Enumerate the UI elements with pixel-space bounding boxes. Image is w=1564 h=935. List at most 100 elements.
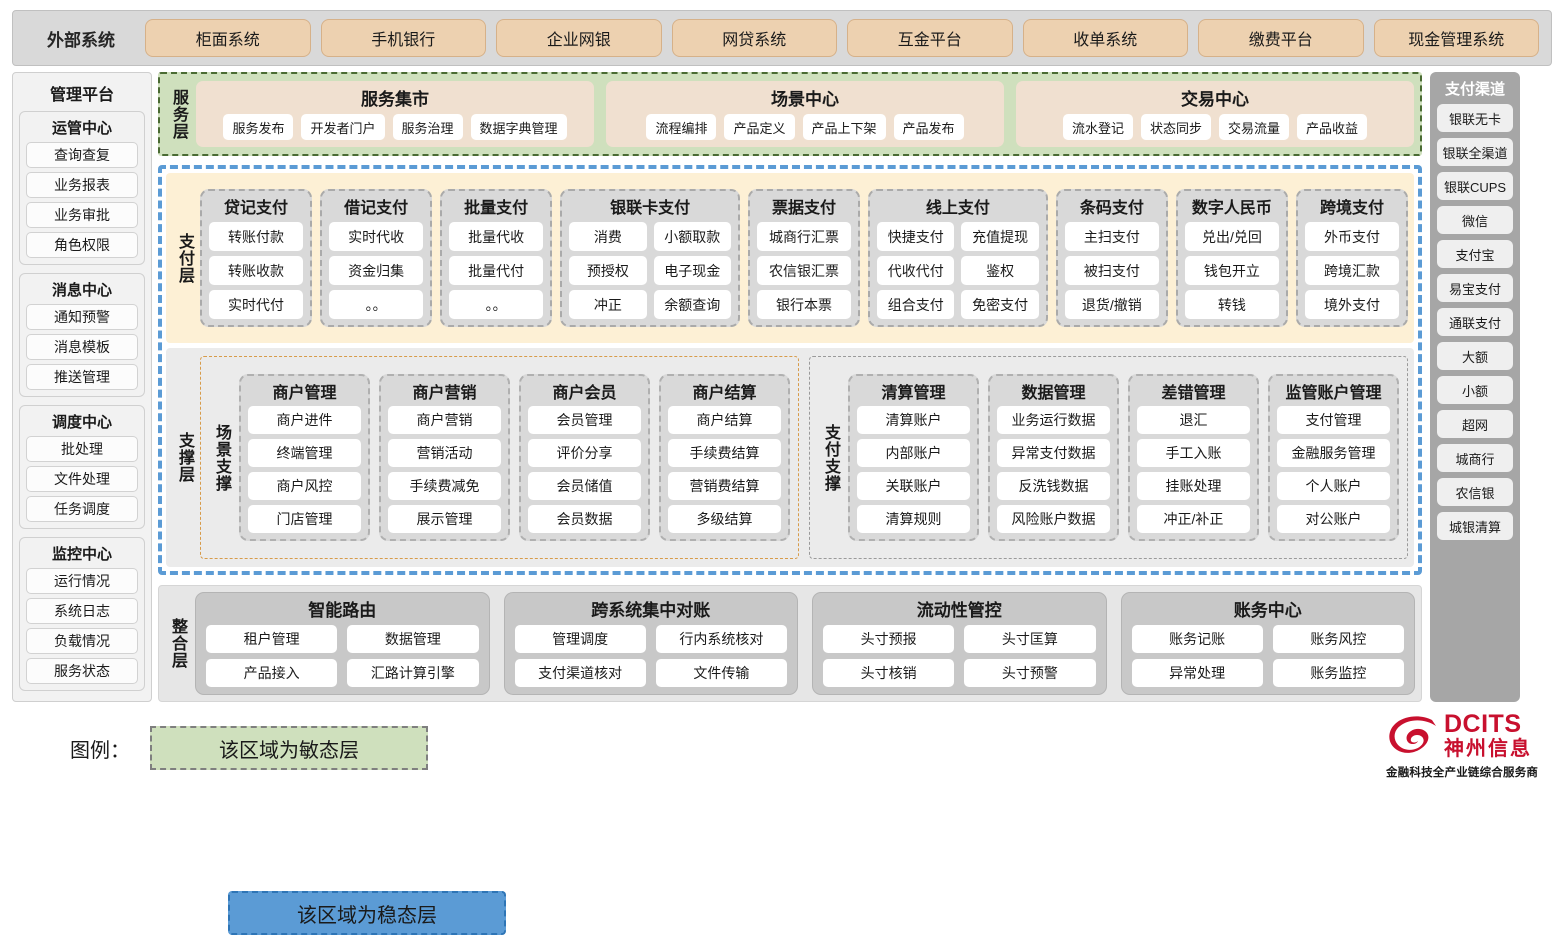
- payment-channel-item[interactable]: 城银清算: [1437, 512, 1513, 540]
- service-chip[interactable]: 产品上下架: [802, 114, 886, 140]
- integration-cell[interactable]: 管理调度: [514, 625, 646, 653]
- payment-cell[interactable]: 兑出/兑回: [1184, 222, 1279, 251]
- payment-cell[interactable]: 余额查询: [653, 290, 731, 319]
- payment-cell[interactable]: 。。: [329, 290, 424, 319]
- support-cell[interactable]: 手工入账: [1137, 439, 1250, 467]
- support-cell[interactable]: 商户结算: [668, 406, 781, 434]
- support-cell[interactable]: 商户进件: [248, 406, 361, 434]
- management-item[interactable]: 系统日志: [26, 598, 138, 624]
- support-cell[interactable]: 会员数据: [528, 505, 641, 533]
- external-system-chip[interactable]: 收单系统: [1022, 19, 1188, 57]
- integration-cell[interactable]: 数据管理: [347, 625, 479, 653]
- payment-channel-item[interactable]: 城商行: [1437, 444, 1513, 472]
- service-chip[interactable]: 产品收益: [1297, 114, 1368, 140]
- external-system-chip[interactable]: 互金平台: [847, 19, 1013, 57]
- integration-cell[interactable]: 支付渠道核对: [514, 659, 646, 687]
- service-chip[interactable]: 数据字典管理: [470, 114, 567, 140]
- support-cell[interactable]: 会员管理: [528, 406, 641, 434]
- payment-channel-item[interactable]: 银联全渠道: [1437, 138, 1513, 166]
- external-system-chip[interactable]: 企业网银: [496, 19, 662, 57]
- integration-cell[interactable]: 汇路计算引擎: [347, 659, 479, 687]
- payment-cell[interactable]: 。。: [449, 290, 544, 319]
- integration-cell[interactable]: 头寸匡算: [964, 625, 1096, 653]
- payment-cell[interactable]: 代收代付: [877, 256, 955, 285]
- payment-cell[interactable]: 预授权: [569, 256, 647, 285]
- payment-cell[interactable]: 实时代付: [209, 290, 304, 319]
- service-chip[interactable]: 状态同步: [1140, 114, 1211, 140]
- payment-cell[interactable]: 批量代收: [449, 222, 544, 251]
- payment-cell[interactable]: 冲正: [569, 290, 647, 319]
- management-item[interactable]: 业务审批: [26, 202, 138, 228]
- support-cell[interactable]: 退汇: [1137, 406, 1250, 434]
- payment-channel-item[interactable]: 银联无卡: [1437, 104, 1513, 132]
- integration-cell[interactable]: 头寸核销: [823, 659, 955, 687]
- support-cell[interactable]: 支付管理: [1277, 406, 1390, 434]
- payment-cell[interactable]: 跨境汇款: [1304, 256, 1399, 285]
- service-chip[interactable]: 流程编排: [646, 114, 717, 140]
- payment-cell[interactable]: 转账收款: [209, 256, 304, 285]
- support-cell[interactable]: 反洗钱数据: [997, 472, 1110, 500]
- support-cell[interactable]: 风险账户数据: [997, 505, 1110, 533]
- payment-channel-item[interactable]: 农信银: [1437, 478, 1513, 506]
- service-chip[interactable]: 开发者门户: [301, 114, 385, 140]
- integration-cell[interactable]: 头寸预警: [964, 659, 1096, 687]
- payment-cell[interactable]: 免密支付: [961, 290, 1039, 319]
- support-cell[interactable]: 金融服务管理: [1277, 439, 1390, 467]
- service-chip[interactable]: 流水登记: [1062, 114, 1133, 140]
- management-item[interactable]: 服务状态: [26, 658, 138, 684]
- support-cell[interactable]: 挂账处理: [1137, 472, 1250, 500]
- payment-cell[interactable]: 城商行汇票: [756, 222, 852, 251]
- integration-cell[interactable]: 头寸预报: [823, 625, 955, 653]
- payment-cell[interactable]: 批量代付: [449, 256, 544, 285]
- payment-channel-item[interactable]: 超网: [1437, 410, 1513, 438]
- service-chip[interactable]: 服务发布: [223, 114, 294, 140]
- support-cell[interactable]: 终端管理: [248, 439, 361, 467]
- service-chip[interactable]: 交易流量: [1219, 114, 1290, 140]
- management-item[interactable]: 文件处理: [26, 466, 138, 492]
- management-item[interactable]: 运行情况: [26, 568, 138, 594]
- external-system-chip[interactable]: 网贷系统: [671, 19, 837, 57]
- payment-cell[interactable]: 电子现金: [653, 256, 731, 285]
- support-cell[interactable]: 业务运行数据: [997, 406, 1110, 434]
- support-cell[interactable]: 手续费结算: [668, 439, 781, 467]
- payment-channel-item[interactable]: 支付宝: [1437, 240, 1513, 268]
- support-cell[interactable]: 营销活动: [388, 439, 501, 467]
- payment-cell[interactable]: 外币支付: [1304, 222, 1399, 251]
- payment-channel-item[interactable]: 微信: [1437, 206, 1513, 234]
- support-cell[interactable]: 多级结算: [668, 505, 781, 533]
- payment-cell[interactable]: 实时代收: [329, 222, 424, 251]
- management-item[interactable]: 负载情况: [26, 628, 138, 654]
- support-cell[interactable]: 对公账户: [1277, 505, 1390, 533]
- payment-channel-item[interactable]: 易宝支付: [1437, 274, 1513, 302]
- integration-cell[interactable]: 产品接入: [206, 659, 338, 687]
- management-item[interactable]: 推送管理: [26, 364, 138, 390]
- management-item[interactable]: 查询查复: [26, 142, 138, 168]
- support-cell[interactable]: 展示管理: [388, 505, 501, 533]
- management-item[interactable]: 业务报表: [26, 172, 138, 198]
- integration-cell[interactable]: 文件传输: [655, 659, 787, 687]
- payment-cell[interactable]: 钱包开立: [1184, 256, 1279, 285]
- external-system-chip[interactable]: 缴费平台: [1198, 19, 1364, 57]
- support-cell[interactable]: 清算规则: [857, 505, 970, 533]
- management-item[interactable]: 通知预警: [26, 304, 138, 330]
- payment-channel-item[interactable]: 小额: [1437, 376, 1513, 404]
- payment-cell[interactable]: 消费: [569, 222, 647, 251]
- integration-cell[interactable]: 异常处理: [1131, 659, 1263, 687]
- payment-channel-item[interactable]: 通联支付: [1437, 308, 1513, 336]
- integration-cell[interactable]: 账务风控: [1272, 625, 1404, 653]
- payment-channel-item[interactable]: 银联CUPS: [1437, 172, 1513, 200]
- payment-cell[interactable]: 资金归集: [329, 256, 424, 285]
- support-cell[interactable]: 商户营销: [388, 406, 501, 434]
- support-cell[interactable]: 冲正/补正: [1137, 505, 1250, 533]
- payment-cell[interactable]: 境外支付: [1304, 290, 1399, 319]
- payment-cell[interactable]: 主扫支付: [1064, 222, 1159, 251]
- support-cell[interactable]: 内部账户: [857, 439, 970, 467]
- payment-cell[interactable]: 退货/撤销: [1064, 290, 1159, 319]
- payment-cell[interactable]: 农信银汇票: [756, 256, 852, 285]
- integration-cell[interactable]: 账务记账: [1131, 625, 1263, 653]
- management-item[interactable]: 批处理: [26, 436, 138, 462]
- management-item[interactable]: 消息模板: [26, 334, 138, 360]
- service-chip[interactable]: 服务治理: [392, 114, 463, 140]
- support-cell[interactable]: 异常支付数据: [997, 439, 1110, 467]
- support-cell[interactable]: 营销费结算: [668, 472, 781, 500]
